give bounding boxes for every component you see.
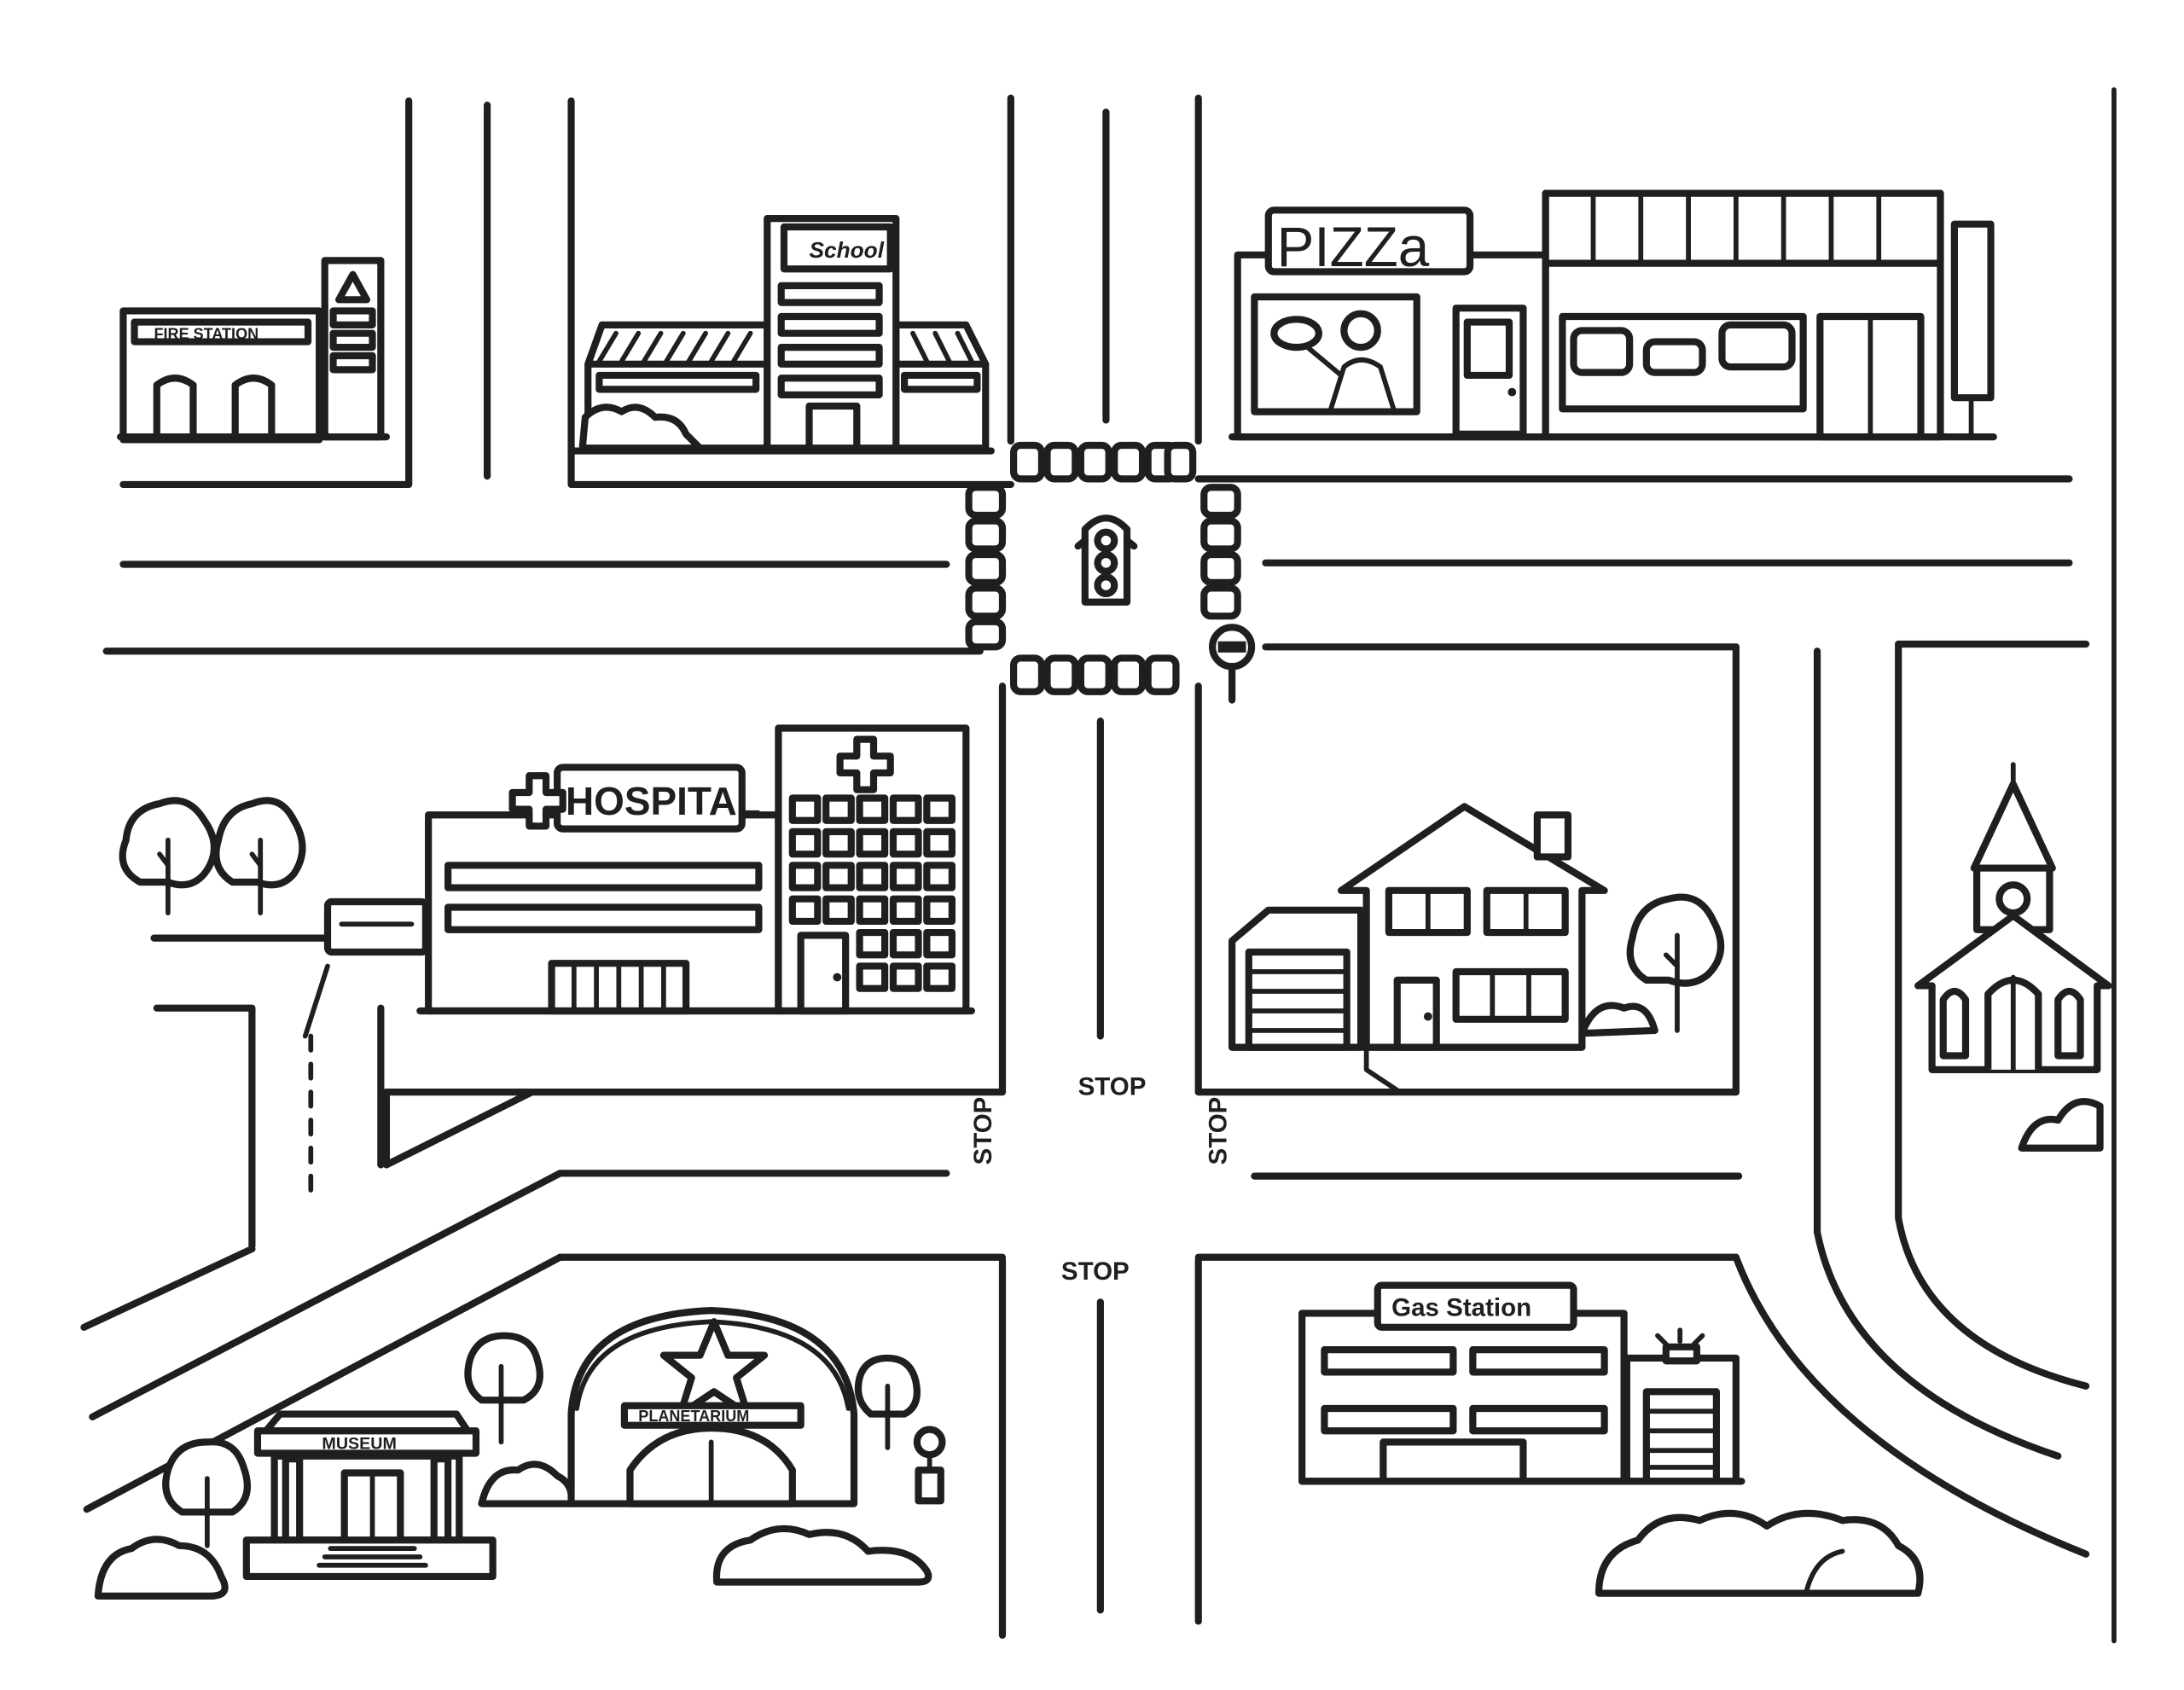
crosswalk-left [965, 484, 1007, 651]
fire-station-sign: FIRE STATION [154, 325, 259, 342]
bush-icon [478, 1461, 576, 1507]
gas-station-sign: Gas Station [1391, 1294, 1531, 1322]
tree-icon [212, 797, 306, 915]
star-icon [659, 1318, 769, 1418]
planetarium: PLANETARIUM [567, 1307, 858, 1507]
tree-icon [464, 1332, 543, 1445]
stop-markings: STOP STOP STOP STOP [969, 1072, 1233, 1286]
bush-icon [1594, 1509, 1924, 1597]
bush-icon [94, 1536, 229, 1600]
traffic-light-icon [1074, 514, 1138, 606]
fire-station: FIRE STATION [117, 257, 391, 444]
planetarium-sign: PLANETARIUM [638, 1408, 749, 1425]
school: School [567, 215, 995, 455]
hospital: HOSPITAL [302, 724, 975, 1039]
pizza-sign: PIZZa [1277, 216, 1430, 278]
museum-sign: MUSEUM [322, 1435, 396, 1454]
hospital-windows [788, 794, 956, 992]
streets [80, 87, 2117, 1644]
church [1914, 762, 2112, 1152]
crosswalk-right [1200, 484, 1241, 620]
stop-sign-pole-icon [1209, 624, 1256, 704]
gas-station: Gas Station [1298, 1281, 1745, 1485]
bush-icon [712, 1524, 932, 1586]
stop-marking-bottom: STOP [1061, 1257, 1130, 1286]
museum: MUSEUM [242, 1410, 497, 1581]
tree-icon [1626, 893, 1725, 1033]
crosswalk-bottom [1010, 654, 1180, 695]
stop-marking-left: STOP [969, 1097, 997, 1165]
hydrant-icon [913, 1426, 946, 1505]
hospital-sign: HOSPITAL [566, 779, 761, 823]
crosswalk-top [1010, 441, 1197, 483]
stop-marking-right: STOP [1205, 1097, 1233, 1165]
school-sign: School [810, 237, 885, 263]
grocery-store [1228, 189, 1997, 441]
tree-icon [119, 797, 218, 915]
pizza-chef-icon [1270, 310, 1397, 415]
stop-marking-top: STOP [1078, 1072, 1147, 1101]
tree-icon [162, 1438, 252, 1548]
pizza-shop: PIZZa [1234, 206, 1549, 441]
tree-icon [854, 1354, 921, 1450]
house [1228, 803, 1658, 1095]
